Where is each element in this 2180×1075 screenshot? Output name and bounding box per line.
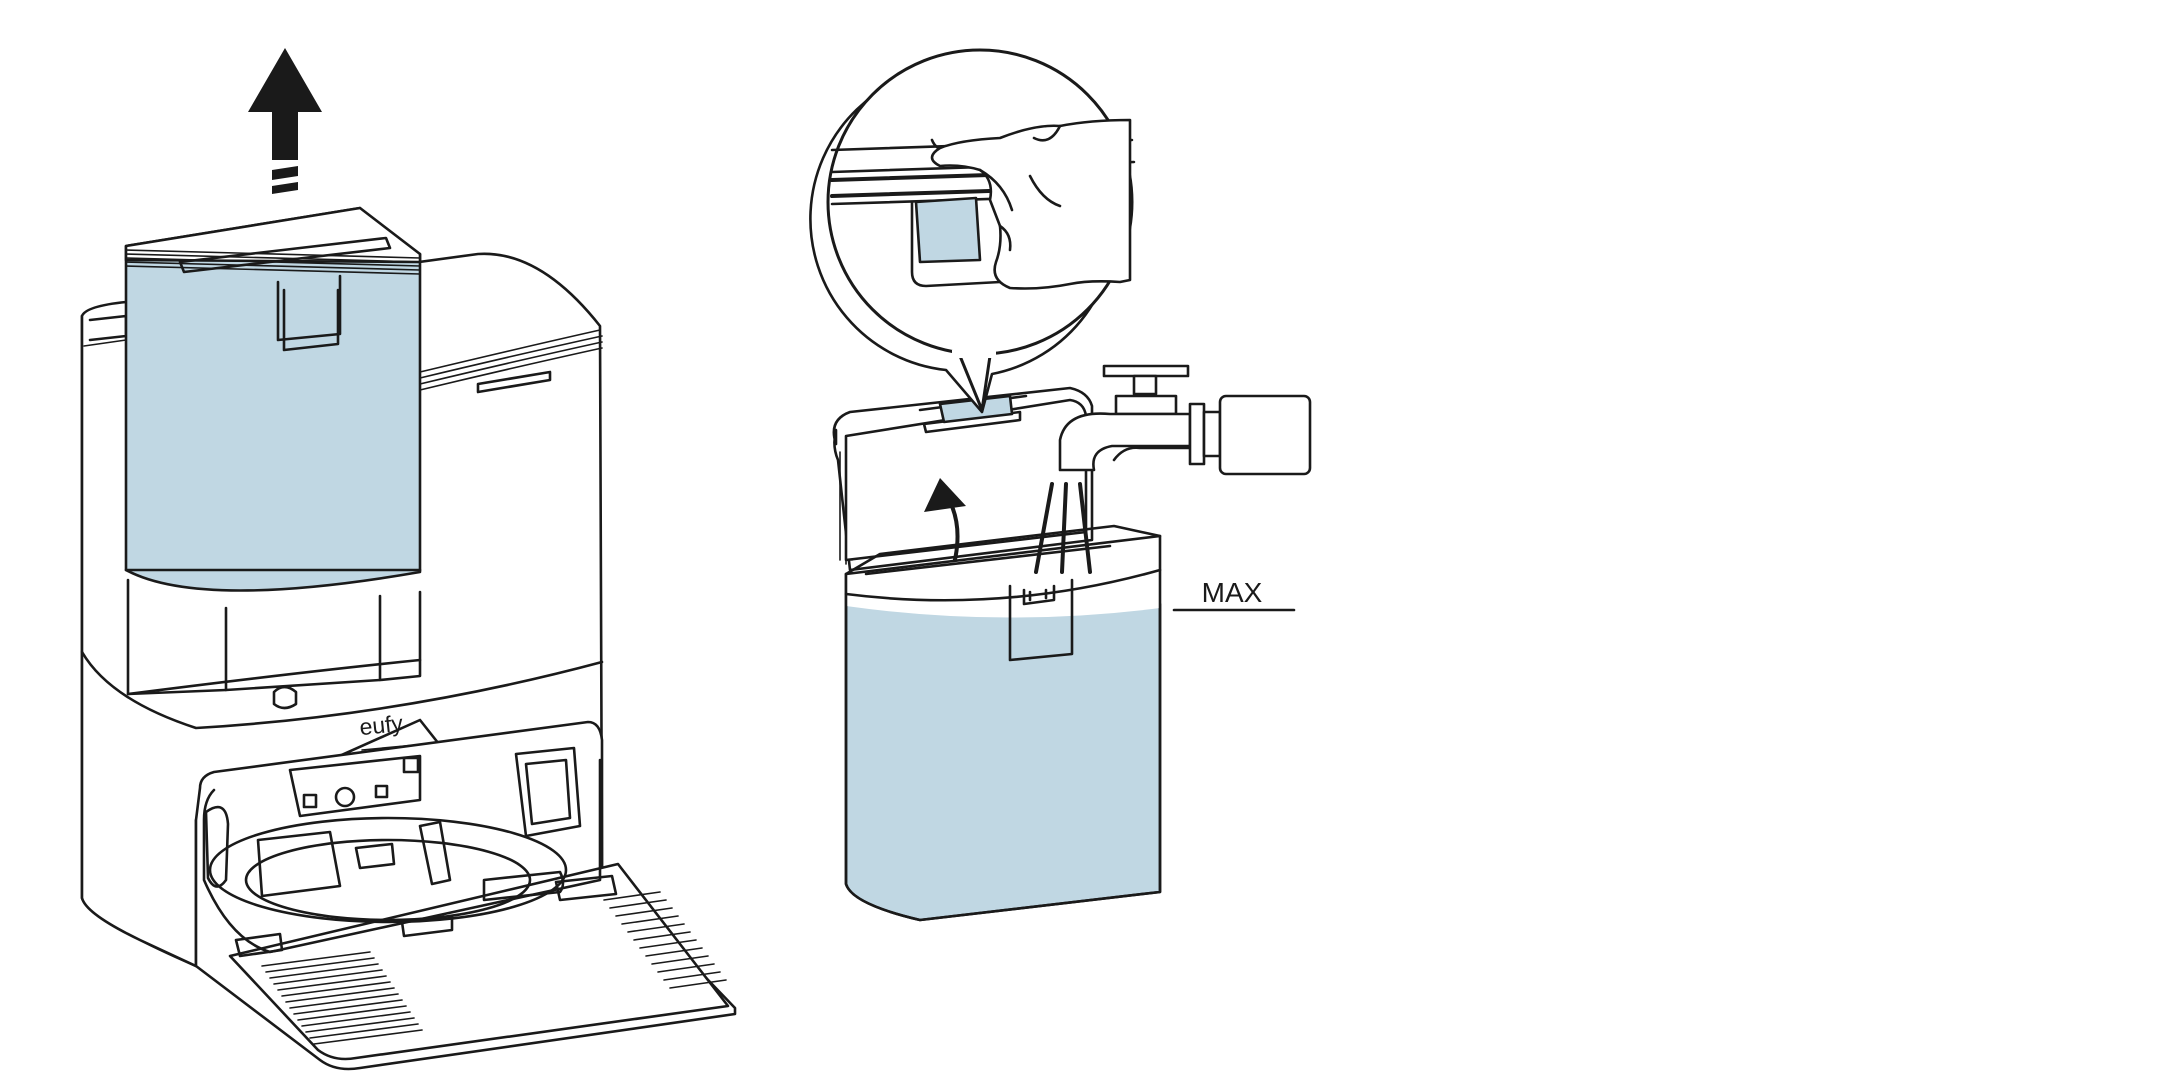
magnifier-callout-icon <box>809 48 1136 414</box>
docking-station: eufy <box>80 48 737 1071</box>
max-level-label: MAX <box>1202 577 1263 608</box>
brand-logo: eufy <box>358 710 404 740</box>
arrow-up-icon <box>248 48 322 194</box>
water-tank-filling: MAX <box>809 48 1312 922</box>
water-tap-icon <box>1034 364 1312 574</box>
hand-icon <box>930 118 1132 290</box>
